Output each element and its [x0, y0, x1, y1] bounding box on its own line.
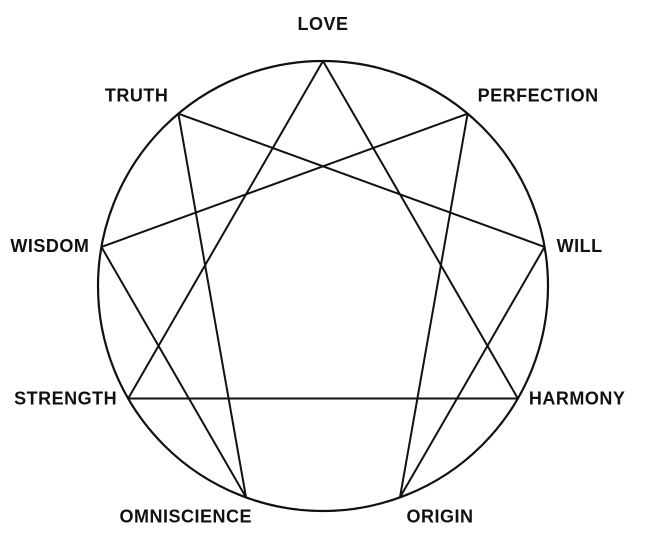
node-label-love: LOVE [297, 14, 348, 34]
node-label-will: WILL [557, 236, 603, 256]
enneagram-edge-1-4 [398, 112, 469, 499]
enneagram-edge-4-2 [398, 245, 546, 499]
node-label-truth: TRUTH [105, 86, 169, 106]
node-label-omniscience: OMNISCIENCE [120, 506, 253, 526]
enneagram-edge-0-3 [322, 60, 519, 400]
node-label-wisdom: WISDOM [10, 236, 89, 256]
enneagram-edge-2-8 [177, 112, 546, 248]
enneagram-edge-7-1 [100, 112, 469, 248]
enneagram-circle [96, 59, 550, 513]
enneagram-edge-8-5 [177, 112, 248, 499]
node-label-strength: STRENGTH [14, 389, 117, 409]
node-label-perfection: PERFECTION [478, 86, 599, 106]
node-label-harmony: HARMONY [529, 389, 626, 409]
enneagram-edge-5-7 [100, 245, 248, 499]
enneagram-edge-6-0 [127, 60, 324, 400]
node-label-origin: ORIGIN [406, 506, 473, 526]
